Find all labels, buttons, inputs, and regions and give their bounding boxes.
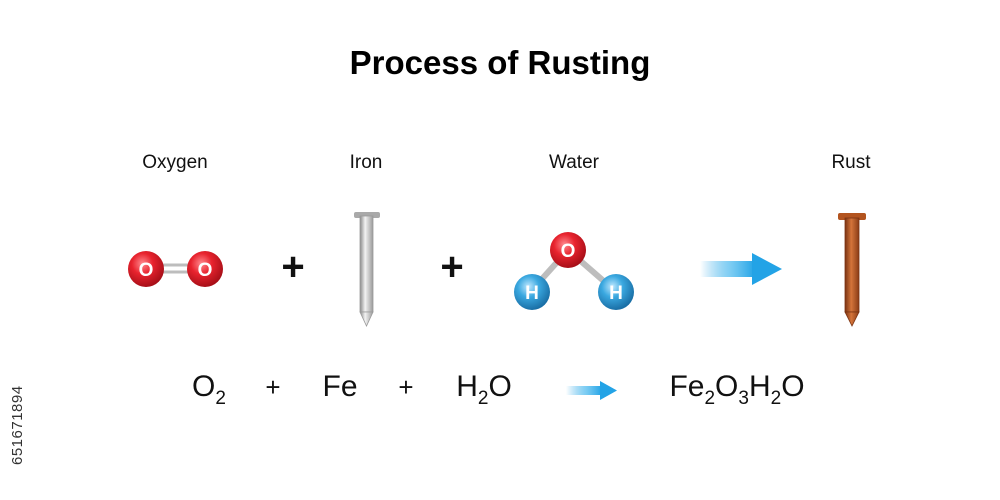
plus-sign-1: + bbox=[281, 245, 305, 289]
oxygen-molecule-icon: O O bbox=[128, 251, 223, 287]
water-molecule-icon: O H H bbox=[514, 232, 634, 310]
iron-nail-icon bbox=[354, 212, 380, 327]
equation-plus-2: + bbox=[398, 372, 414, 402]
equation-plus-1: + bbox=[265, 372, 281, 402]
label-oxygen: Oxygen bbox=[142, 152, 208, 173]
diagram-title: Process of Rusting bbox=[349, 44, 651, 81]
hydrogen-atom bbox=[598, 274, 634, 310]
oxygen-atom-label: O bbox=[561, 241, 576, 262]
label-iron: Iron bbox=[349, 152, 383, 173]
equation-h2o: H2O bbox=[456, 370, 512, 409]
oxygen-atom-label: O bbox=[198, 260, 213, 281]
equation-fe: Fe bbox=[322, 370, 358, 403]
hydrogen-atom-label: H bbox=[525, 283, 539, 304]
stock-image-id: 651671894 bbox=[9, 385, 26, 465]
plus-sign-2: + bbox=[440, 245, 464, 289]
oxygen-atom bbox=[187, 251, 223, 287]
label-rust: Rust bbox=[831, 152, 871, 173]
oxygen-atom-label: O bbox=[139, 260, 154, 281]
reaction-arrow-icon bbox=[700, 253, 782, 285]
rust-nail-icon bbox=[838, 213, 866, 327]
oxygen-atom bbox=[550, 232, 586, 268]
hydrogen-atom bbox=[514, 274, 550, 310]
hydrogen-atom-label: H bbox=[609, 283, 623, 304]
equation-product: Fe2O3H2O bbox=[669, 370, 805, 409]
oxygen-atom bbox=[128, 251, 164, 287]
equation-arrow-icon bbox=[566, 381, 617, 400]
label-water: Water bbox=[549, 152, 599, 173]
equation-o2: O2 bbox=[192, 370, 226, 409]
